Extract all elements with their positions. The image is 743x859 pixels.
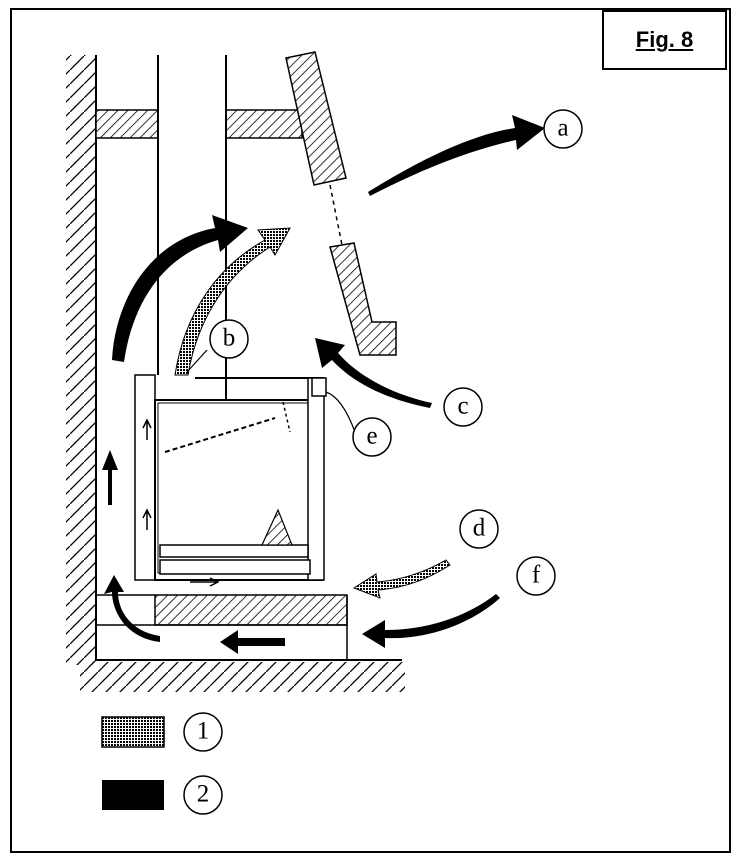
legend-label-2: 2 [197,781,210,808]
small-arrow-up-1 [142,418,152,440]
flame-log [261,508,293,546]
deflector-dashed [282,401,291,433]
callout-e: e [352,417,392,457]
callout-c-label: c [457,393,468,420]
arrow-duct-corner [104,575,160,642]
arrow-hot-air-up [112,215,248,362]
insert-front-frame [307,377,325,581]
legend-label-1: 1 [197,718,210,745]
arrow-intake-d [352,559,451,599]
callout-b: b [209,319,249,359]
ash-pan [159,559,311,575]
insert-back-panel [134,374,156,581]
wall-hatching-left [66,55,96,665]
legend-swatch-2 [102,780,164,810]
legend-swatch-1 [101,716,165,748]
ceiling-beam-right [225,109,303,139]
figure-title: Fig. 8 [635,27,694,52]
callout-e-label: e [366,423,377,450]
hood-hinge-dashed [329,184,343,246]
callout-f: f [516,556,556,596]
callout-c: c [443,387,483,427]
legend-marker-2 [183,775,223,815]
legend: 1 2 [101,712,223,815]
hood-upper-block [285,51,347,186]
arrow-exit-a [368,115,545,196]
callout-a-label: a [557,115,568,142]
floor-hatching [80,662,405,692]
hearth-base [154,594,348,626]
small-arrow-ash [190,577,220,587]
callout-d-label: d [473,515,486,542]
leader-e [325,391,356,433]
arrow-intake-c [315,338,432,408]
figure-title-box: Fig. 8 [602,10,727,70]
callout-a: a [543,109,583,149]
small-arrow-up-2 [142,508,152,530]
grate [159,544,309,558]
arrow-convection-b [174,227,291,376]
figure-frame [10,8,731,853]
callout-d: d [459,509,499,549]
arrow-duct-left [220,630,285,654]
ceiling-beam-left [95,109,159,139]
damper-handle [311,377,327,397]
baffle-plate [164,417,276,453]
leader-b [186,349,208,373]
arrow-intake-f [362,594,500,648]
legend-marker-1 [183,712,223,752]
hood-lower-block [329,242,397,356]
callout-b-label: b [223,325,236,352]
callout-f-label: f [532,562,541,589]
arrow-duct-up [102,450,118,505]
